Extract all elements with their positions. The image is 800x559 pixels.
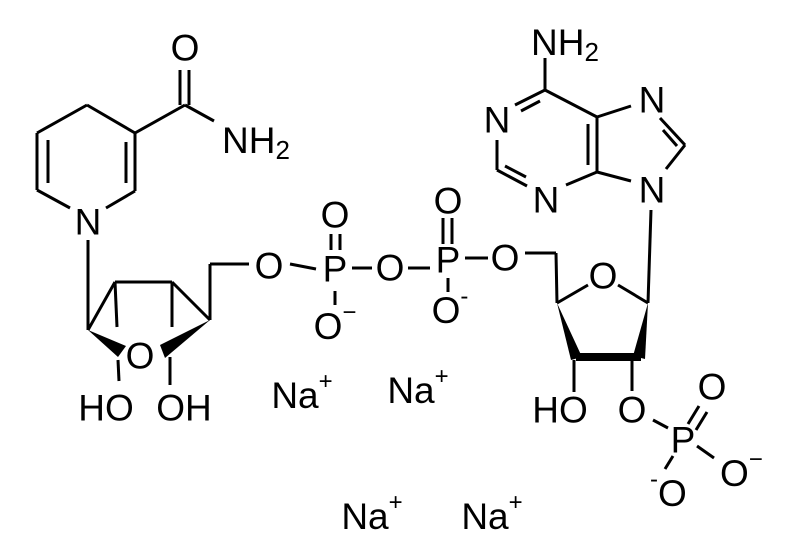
atom-label: O− bbox=[314, 299, 357, 347]
bond bbox=[664, 144, 687, 170]
bond bbox=[652, 418, 669, 430]
atom-label: OH bbox=[156, 388, 212, 429]
bond bbox=[658, 116, 687, 147]
bond bbox=[170, 280, 212, 322]
atom-labels: O NH2 N O HO OH O P O O− O P O O- O O NH… bbox=[75, 22, 763, 514]
atom-label: O bbox=[255, 246, 284, 287]
atom-label: NH2 bbox=[222, 120, 290, 166]
wedge-bond bbox=[633, 303, 648, 359]
bond bbox=[596, 104, 632, 119]
counterions: Na+ Na+ Na+ Na+ bbox=[271, 363, 522, 537]
bond bbox=[86, 103, 136, 135]
atom-label: P bbox=[323, 249, 348, 290]
bond bbox=[36, 188, 71, 210]
bond bbox=[646, 209, 653, 304]
atom-label: HO bbox=[532, 390, 588, 431]
atom-label: O bbox=[376, 248, 405, 289]
atom-label: O- bbox=[432, 283, 469, 331]
atom-label: -O bbox=[650, 466, 687, 514]
bond bbox=[694, 411, 709, 431]
atom-label: O bbox=[618, 390, 647, 431]
atom-label: NH2 bbox=[531, 22, 599, 68]
atom-label: O bbox=[434, 181, 463, 222]
bond bbox=[617, 283, 649, 305]
sodium-ion: Na+ bbox=[387, 363, 448, 411]
wedge-bond bbox=[88, 330, 126, 357]
sodium-ion: Na+ bbox=[271, 368, 332, 416]
atom-label: O bbox=[491, 238, 520, 279]
bond bbox=[289, 262, 317, 271]
bond bbox=[36, 103, 88, 135]
bond bbox=[565, 170, 598, 187]
bond bbox=[134, 103, 186, 135]
atom-label: O bbox=[321, 195, 350, 236]
sodium-ion: Na+ bbox=[461, 489, 522, 537]
atom-label: N bbox=[75, 202, 102, 243]
atom-label: P bbox=[671, 420, 696, 461]
bond bbox=[520, 99, 541, 113]
bonds bbox=[35, 58, 715, 470]
bond bbox=[105, 189, 136, 210]
bond bbox=[596, 170, 632, 183]
atom-label: P bbox=[436, 240, 461, 281]
bond bbox=[686, 405, 701, 425]
atom-label: N bbox=[484, 100, 511, 141]
bond bbox=[86, 281, 117, 331]
bond bbox=[556, 283, 589, 305]
atom-label: N bbox=[639, 80, 666, 121]
bond bbox=[113, 281, 119, 328]
bond bbox=[663, 455, 675, 470]
bond bbox=[184, 103, 215, 123]
atom-label: O− bbox=[720, 446, 763, 494]
atom-label: O bbox=[589, 256, 618, 297]
wedge-bond bbox=[557, 303, 582, 360]
sodium-ion: Na+ bbox=[341, 489, 402, 537]
atom-label: N bbox=[639, 170, 666, 211]
bond bbox=[544, 88, 598, 119]
wedge-bond bbox=[160, 320, 210, 358]
bond bbox=[514, 88, 546, 107]
atom-label: O bbox=[126, 336, 155, 377]
atom-label: N bbox=[533, 180, 560, 221]
bond bbox=[504, 164, 527, 179]
bond bbox=[696, 444, 715, 460]
bond bbox=[496, 168, 528, 188]
atom-label: HO bbox=[78, 388, 134, 429]
atom-label: O bbox=[698, 367, 727, 408]
bond bbox=[554, 252, 559, 304]
bond bbox=[661, 129, 679, 147]
bond bbox=[116, 359, 121, 382]
atom-label: O bbox=[171, 28, 200, 69]
